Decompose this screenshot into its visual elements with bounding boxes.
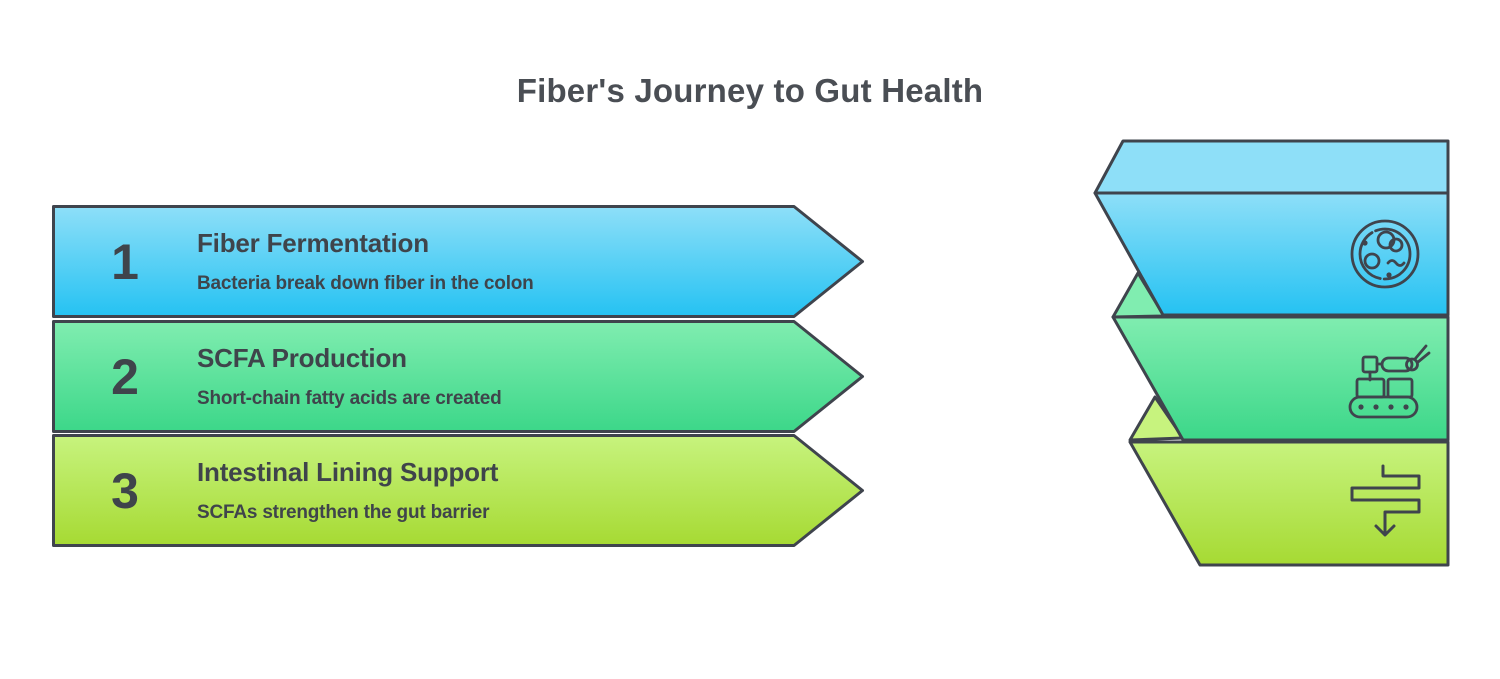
step-text-block: Fiber Fermentation Bacteria break down f… (197, 205, 757, 318)
step-text-block: SCFA Production Short-chain fatty acids … (197, 320, 757, 433)
step-arrow-polygon (52, 205, 864, 318)
step-arrow-shape-3 (52, 434, 864, 547)
step-description: Bacteria break down fiber in the colon (197, 273, 534, 294)
step-arrow-polygon (52, 434, 864, 547)
step-text-block: Intestinal Lining Support SCFAs strength… (197, 434, 757, 547)
step-title: Fiber Fermentation (197, 228, 429, 258)
ribbon-flap-blue (1093, 139, 1450, 195)
step-title: Intestinal Lining Support (197, 457, 499, 487)
ribbon-band-green (1111, 315, 1450, 442)
step-arrow-shape-1 (52, 205, 864, 318)
step-banner-1: 1 Fiber Fermentation Bacteria break down… (52, 205, 866, 318)
step-description: SCFAs strengthen the gut barrier (197, 502, 490, 523)
step-banner-2: 2 SCFA Production Short-chain fatty acid… (52, 320, 866, 433)
ribbon-band-blue (1093, 191, 1450, 317)
step-arrow-shape-2 (52, 320, 864, 433)
ribbon-stack-graphic (1093, 139, 1450, 567)
step-number: 3 (111, 462, 139, 519)
step-arrow-polygon (52, 320, 864, 433)
petri-dish-icon (1350, 219, 1420, 289)
step-number: 2 (111, 348, 139, 405)
step-description: Short-chain fatty acids are created (197, 388, 502, 409)
page-title: Fiber's Journey to Gut Health (516, 72, 984, 109)
step-title: SCFA Production (197, 343, 407, 373)
ribbon-band-lime (1128, 440, 1450, 567)
conveyor-belt-icon (1348, 344, 1431, 419)
intestine-arrow-icon (1350, 464, 1421, 537)
step-banner-3: 3 Intestinal Lining Support SCFAs streng… (52, 434, 866, 547)
step-number: 1 (111, 233, 139, 290)
